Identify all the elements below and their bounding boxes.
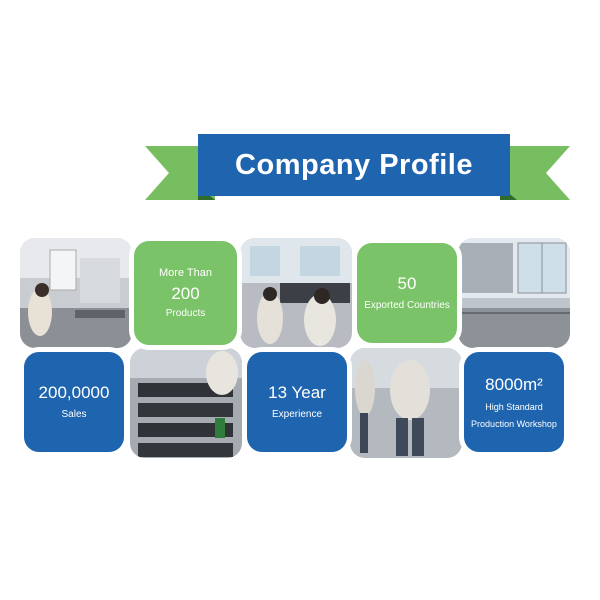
factory-photo-2 — [240, 238, 352, 348]
stat-workshop-label-2: Production Workshop — [471, 418, 557, 429]
stat-card-countries: 50 Exported Countries — [357, 243, 457, 343]
stat-sales-value: 200,0000 — [38, 383, 110, 402]
page-title: Company Profile — [198, 134, 510, 196]
stat-products-value: 200 — [171, 283, 200, 303]
stat-sales-label: Sales — [61, 409, 87, 420]
stat-workshop-value: 8000m² — [485, 374, 543, 394]
stat-products-label: Products — [165, 307, 206, 319]
factory-photo-4 — [130, 348, 242, 458]
stat-experience-value: 13 Year — [268, 383, 326, 402]
stat-card-products: More Than 200 Products — [134, 241, 237, 345]
stat-products-prefix: More Than — [159, 266, 212, 279]
stat-experience-label: Experience — [271, 409, 323, 420]
stat-card-workshop: 8000m² High Standard Production Workshop — [464, 352, 564, 452]
factory-photo-1 — [20, 238, 132, 348]
stat-countries-label: Exported Countries — [364, 300, 450, 311]
stat-card-sales: 200,0000 Sales — [24, 352, 124, 452]
stat-card-experience: 13 Year Experience — [247, 352, 347, 452]
stat-workshop-label-1: High Standard — [485, 401, 543, 412]
factory-photo-3 — [458, 238, 570, 348]
factory-photo-5 — [350, 348, 462, 458]
stat-countries-value: 50 — [397, 274, 417, 293]
